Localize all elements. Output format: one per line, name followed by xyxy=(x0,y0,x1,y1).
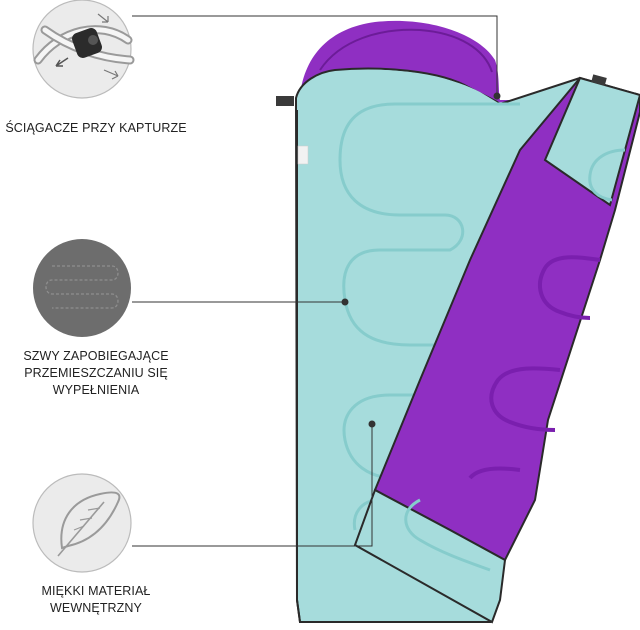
feather-icon xyxy=(32,473,132,573)
feature-label-soft-lining: MIĘKKI MATERIAŁ WEWNĘTRZNY xyxy=(41,584,151,615)
leader-line-hood xyxy=(132,15,498,96)
hood-rim xyxy=(319,28,493,73)
fold-bottom-lining xyxy=(353,488,507,624)
bag-shell-fold xyxy=(373,76,640,562)
leader-line-lining xyxy=(132,424,373,547)
corner-tab xyxy=(591,74,607,86)
quilted-seams-icon xyxy=(33,239,131,337)
brand-tag xyxy=(297,145,309,165)
hood-tab xyxy=(276,96,294,106)
fold-bottom-seam xyxy=(404,498,491,572)
fold-lining-edge xyxy=(543,76,640,207)
lining-hood-pad xyxy=(300,69,500,120)
feature-label-hood-drawstring: ŚCIĄGACZE PRZY KAPTURZE xyxy=(5,121,187,135)
zipper-line xyxy=(296,110,490,623)
fold-lining-seam xyxy=(588,148,626,202)
drawstring-toggle-icon xyxy=(32,0,135,99)
leader-lines xyxy=(132,15,501,547)
feature-label-anti-shift-seams: SZWY ZAPOBIEGAJĄCE PRZEMIESZCZANIU SIĘ W… xyxy=(23,349,169,397)
shell-quilt-seams xyxy=(468,255,601,480)
